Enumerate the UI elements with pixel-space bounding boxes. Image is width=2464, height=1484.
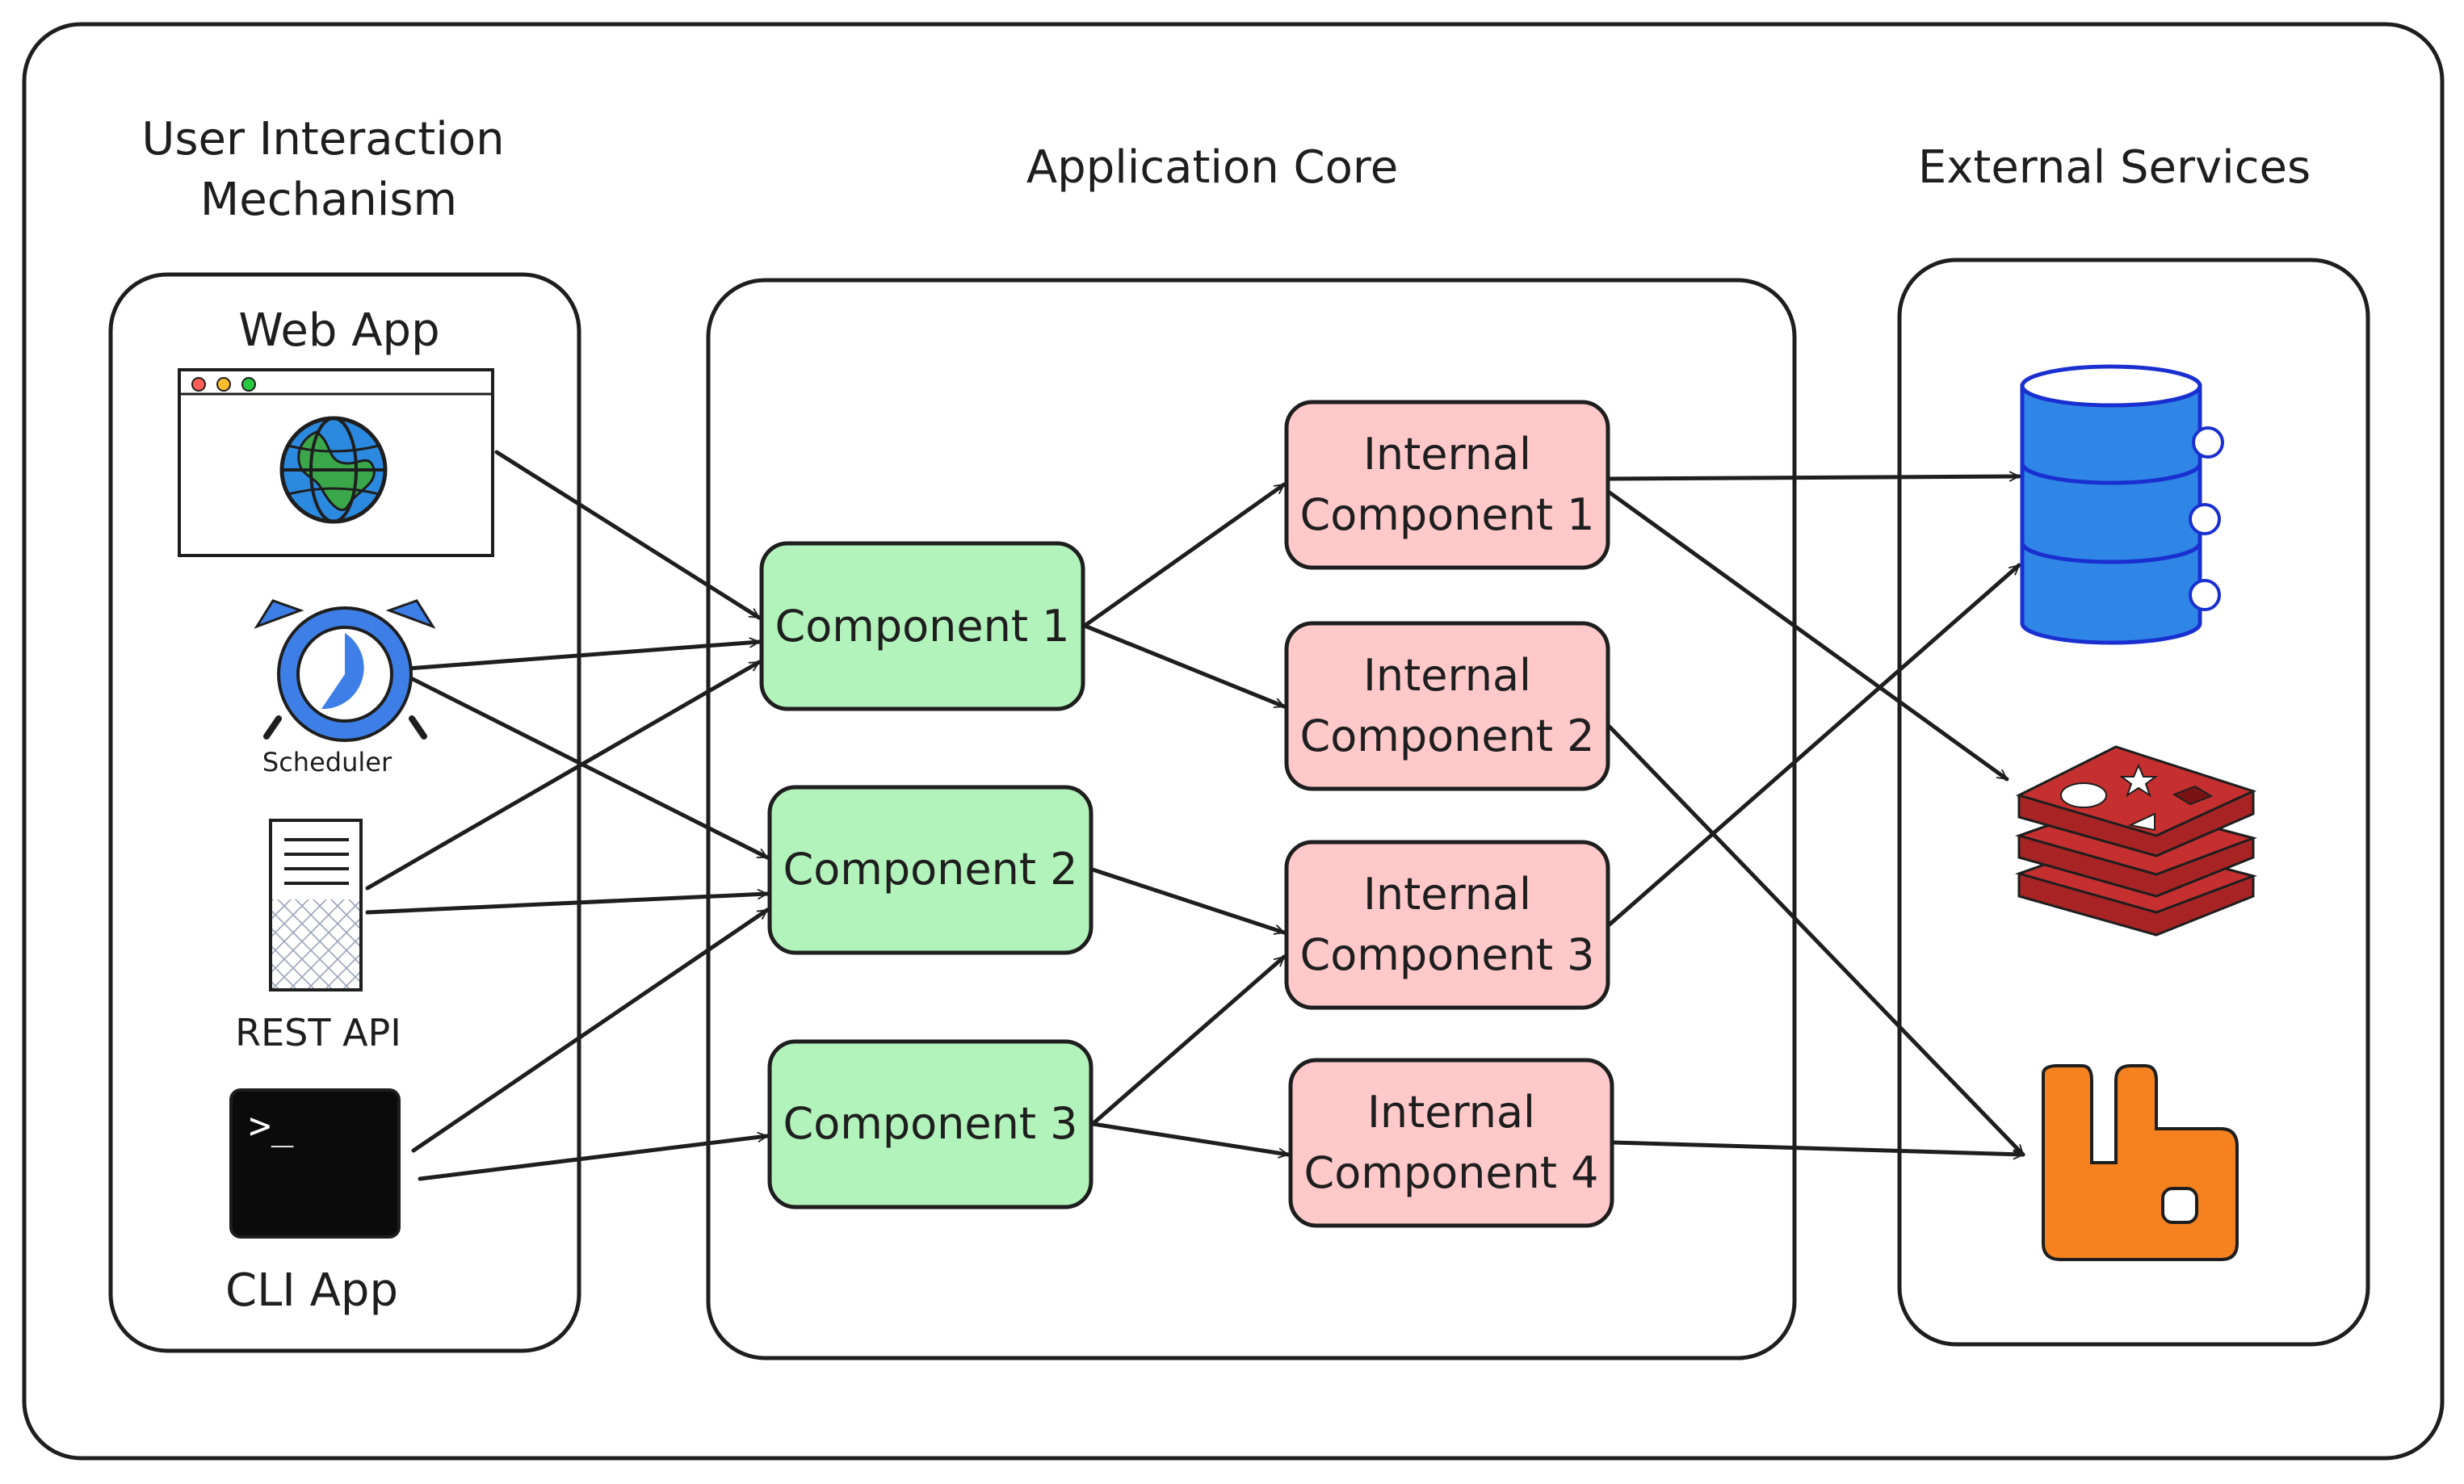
rest-api-label: REST API bbox=[235, 1011, 401, 1054]
edge-cli-to-c2 bbox=[411, 908, 770, 1153]
edge-scheduler-to-c2 bbox=[405, 674, 770, 860]
core-section-title: Application Core bbox=[1026, 141, 1398, 194]
cli-app-node: >_ CLI App bbox=[225, 1088, 401, 1317]
edge-c3-to-i4 bbox=[1090, 1121, 1291, 1159]
user-interaction-container bbox=[108, 272, 581, 1353]
internal-component-node: Internal Component 3 bbox=[1284, 840, 1610, 1010]
edge-c3-to-i3 bbox=[1090, 954, 1287, 1126]
edge-i1-to-db bbox=[1607, 471, 2021, 482]
component-3-label: Component 3 bbox=[783, 1098, 1077, 1149]
edge-rest-to-c2 bbox=[365, 889, 770, 915]
component-1-label: Component 1 bbox=[774, 601, 1069, 652]
internal-component-3-line2: Component 3 bbox=[1299, 929, 1594, 980]
component-node: Component 2 bbox=[767, 785, 1093, 955]
component-3-box bbox=[767, 1039, 1093, 1209]
redis-icon bbox=[2015, 745, 2257, 937]
server-document-icon bbox=[269, 819, 363, 991]
component-2-box bbox=[767, 785, 1093, 955]
internal-component-4-line2: Component 4 bbox=[1303, 1147, 1598, 1198]
edge-c2-to-i3 bbox=[1090, 867, 1287, 935]
edge-scheduler-to-c1 bbox=[405, 637, 762, 671]
edge-i3-to-db bbox=[1607, 563, 2021, 927]
external-section-title: External Services bbox=[1918, 141, 2311, 194]
edge-i4-to-queue bbox=[1611, 1140, 2025, 1160]
edge-c1-to-i2 bbox=[1082, 623, 1287, 709]
component-node: Component 1 bbox=[759, 541, 1085, 711]
browser-globe-icon bbox=[178, 368, 494, 557]
internal-component-2-line1: Internal bbox=[1363, 650, 1531, 701]
internal-component-1-box bbox=[1284, 400, 1610, 570]
rabbitmq-icon bbox=[2042, 1064, 2239, 1261]
database-node bbox=[2020, 364, 2224, 645]
user-section-title-line1: User Interaction bbox=[141, 113, 504, 166]
redis-node bbox=[2015, 745, 2257, 937]
terminal-prompt: >_ bbox=[249, 1104, 294, 1147]
external-services-container bbox=[1897, 258, 2370, 1347]
component-2-label: Component 2 bbox=[783, 844, 1077, 895]
edge-web-to-c1 bbox=[494, 450, 762, 620]
component-node: Component 3 bbox=[767, 1039, 1093, 1209]
rest-api-node: REST API bbox=[235, 819, 401, 1054]
outer-frame bbox=[22, 22, 2445, 1461]
edge-c1-to-i1 bbox=[1082, 482, 1287, 628]
internal-component-3-line1: Internal bbox=[1363, 869, 1531, 920]
internal-component-node: Internal Component 4 bbox=[1288, 1058, 1614, 1228]
edge-cli-to-c3 bbox=[418, 1131, 770, 1181]
application-core-container bbox=[706, 278, 1797, 1360]
terminal-icon: >_ bbox=[229, 1088, 401, 1239]
internal-component-1-line1: Internal bbox=[1363, 429, 1531, 480]
internal-component-2-line2: Component 2 bbox=[1299, 711, 1594, 761]
scheduler-node: Scheduler bbox=[254, 599, 436, 778]
web-app-node: Web App bbox=[178, 304, 494, 557]
database-icon bbox=[2020, 364, 2224, 645]
edges bbox=[365, 450, 2025, 1181]
edge-rest-to-c1 bbox=[365, 660, 762, 891]
component-1-box bbox=[759, 541, 1085, 711]
rabbitmq-node bbox=[2042, 1064, 2239, 1261]
internal-component-1-line2: Component 1 bbox=[1299, 489, 1594, 540]
edge-i1-to-cache bbox=[1607, 490, 2009, 782]
scheduler-label: Scheduler bbox=[262, 747, 392, 778]
internal-component-3-box bbox=[1284, 840, 1610, 1010]
cli-app-label: CLI App bbox=[225, 1264, 398, 1317]
internal-component-4-line1: Internal bbox=[1367, 1087, 1535, 1138]
internal-component-2-box bbox=[1284, 621, 1610, 791]
edge-i2-to-queue bbox=[1607, 724, 2025, 1157]
internal-component-node: Internal Component 1 bbox=[1284, 400, 1610, 570]
alarm-clock-icon bbox=[254, 599, 436, 742]
web-app-label: Web App bbox=[238, 304, 439, 357]
internal-component-4-box bbox=[1288, 1058, 1614, 1228]
user-section-title-line2: Mechanism bbox=[200, 174, 457, 226]
internal-component-node: Internal Component 2 bbox=[1284, 621, 1610, 791]
